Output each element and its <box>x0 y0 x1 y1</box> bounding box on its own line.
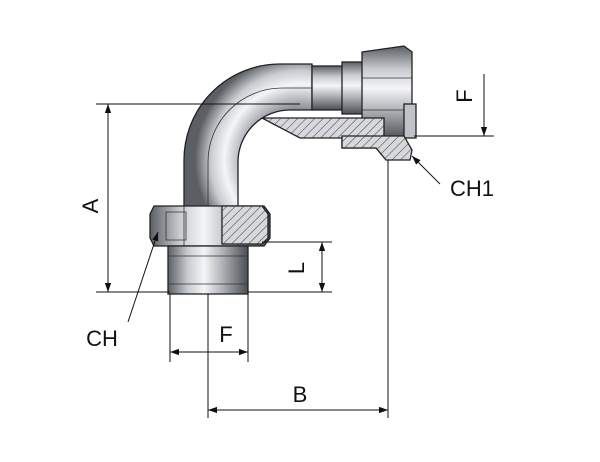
ch-label: CH <box>86 326 118 351</box>
dimension-f-right-label: F <box>452 89 477 102</box>
collar-ring <box>341 61 365 115</box>
section-seat <box>341 135 413 161</box>
ch1-leader <box>411 155 441 185</box>
fitting-body <box>149 45 417 295</box>
nut-face <box>403 103 417 139</box>
thread-spigot <box>167 245 249 295</box>
dimension-l-label: L <box>284 262 309 274</box>
dimension-b-label: B <box>293 382 308 407</box>
dimension-a-label: A <box>78 198 103 213</box>
ch-leader <box>127 231 159 323</box>
ch1-label: CH1 <box>450 176 494 201</box>
bend-bore-line <box>207 87 312 210</box>
section-hex <box>221 205 269 245</box>
bend-tube <box>183 63 313 211</box>
dimension-f-bottom-label: F <box>219 322 232 347</box>
dimensions: A L F F B CH CH1 <box>78 74 494 418</box>
